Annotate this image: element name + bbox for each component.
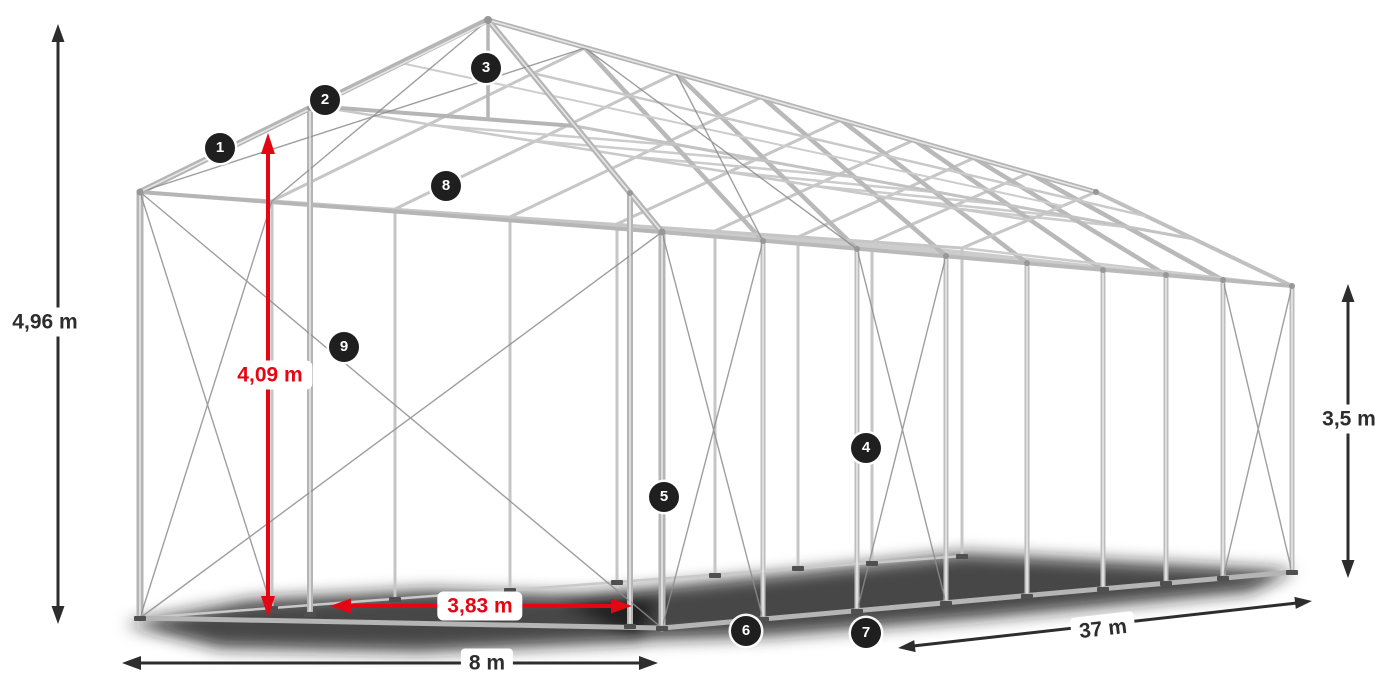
frame-front-gable [136, 17, 666, 632]
part-marker-5[interactable]: 5 [649, 482, 679, 512]
part-marker-4[interactable]: 4 [851, 433, 881, 463]
part-marker-8[interactable]: 8 [431, 171, 461, 201]
frame-interior-trusses [270, 45, 1226, 622]
frame-joints [136, 16, 1295, 289]
dimension-label-clear-width: 3,83 m [437, 591, 523, 621]
dimension-label-clear-height: 4,09 m [227, 360, 313, 390]
bracing-cables [139, 19, 1293, 629]
dimension-label-side-height: 3,5 m [1314, 404, 1384, 434]
part-marker-7[interactable]: 7 [851, 618, 881, 648]
part-marker-1[interactable]: 1 [205, 133, 235, 163]
base-plates [134, 554, 1298, 631]
dimension-label-width: 8 m [460, 648, 514, 678]
dimension-arrow-width [122, 656, 658, 670]
dimension-label-total-height: 4,96 m [4, 307, 86, 337]
part-marker-9[interactable]: 9 [329, 332, 359, 362]
part-marker-3[interactable]: 3 [471, 53, 501, 83]
part-marker-2[interactable]: 2 [310, 85, 340, 115]
part-marker-6[interactable]: 6 [731, 616, 761, 646]
